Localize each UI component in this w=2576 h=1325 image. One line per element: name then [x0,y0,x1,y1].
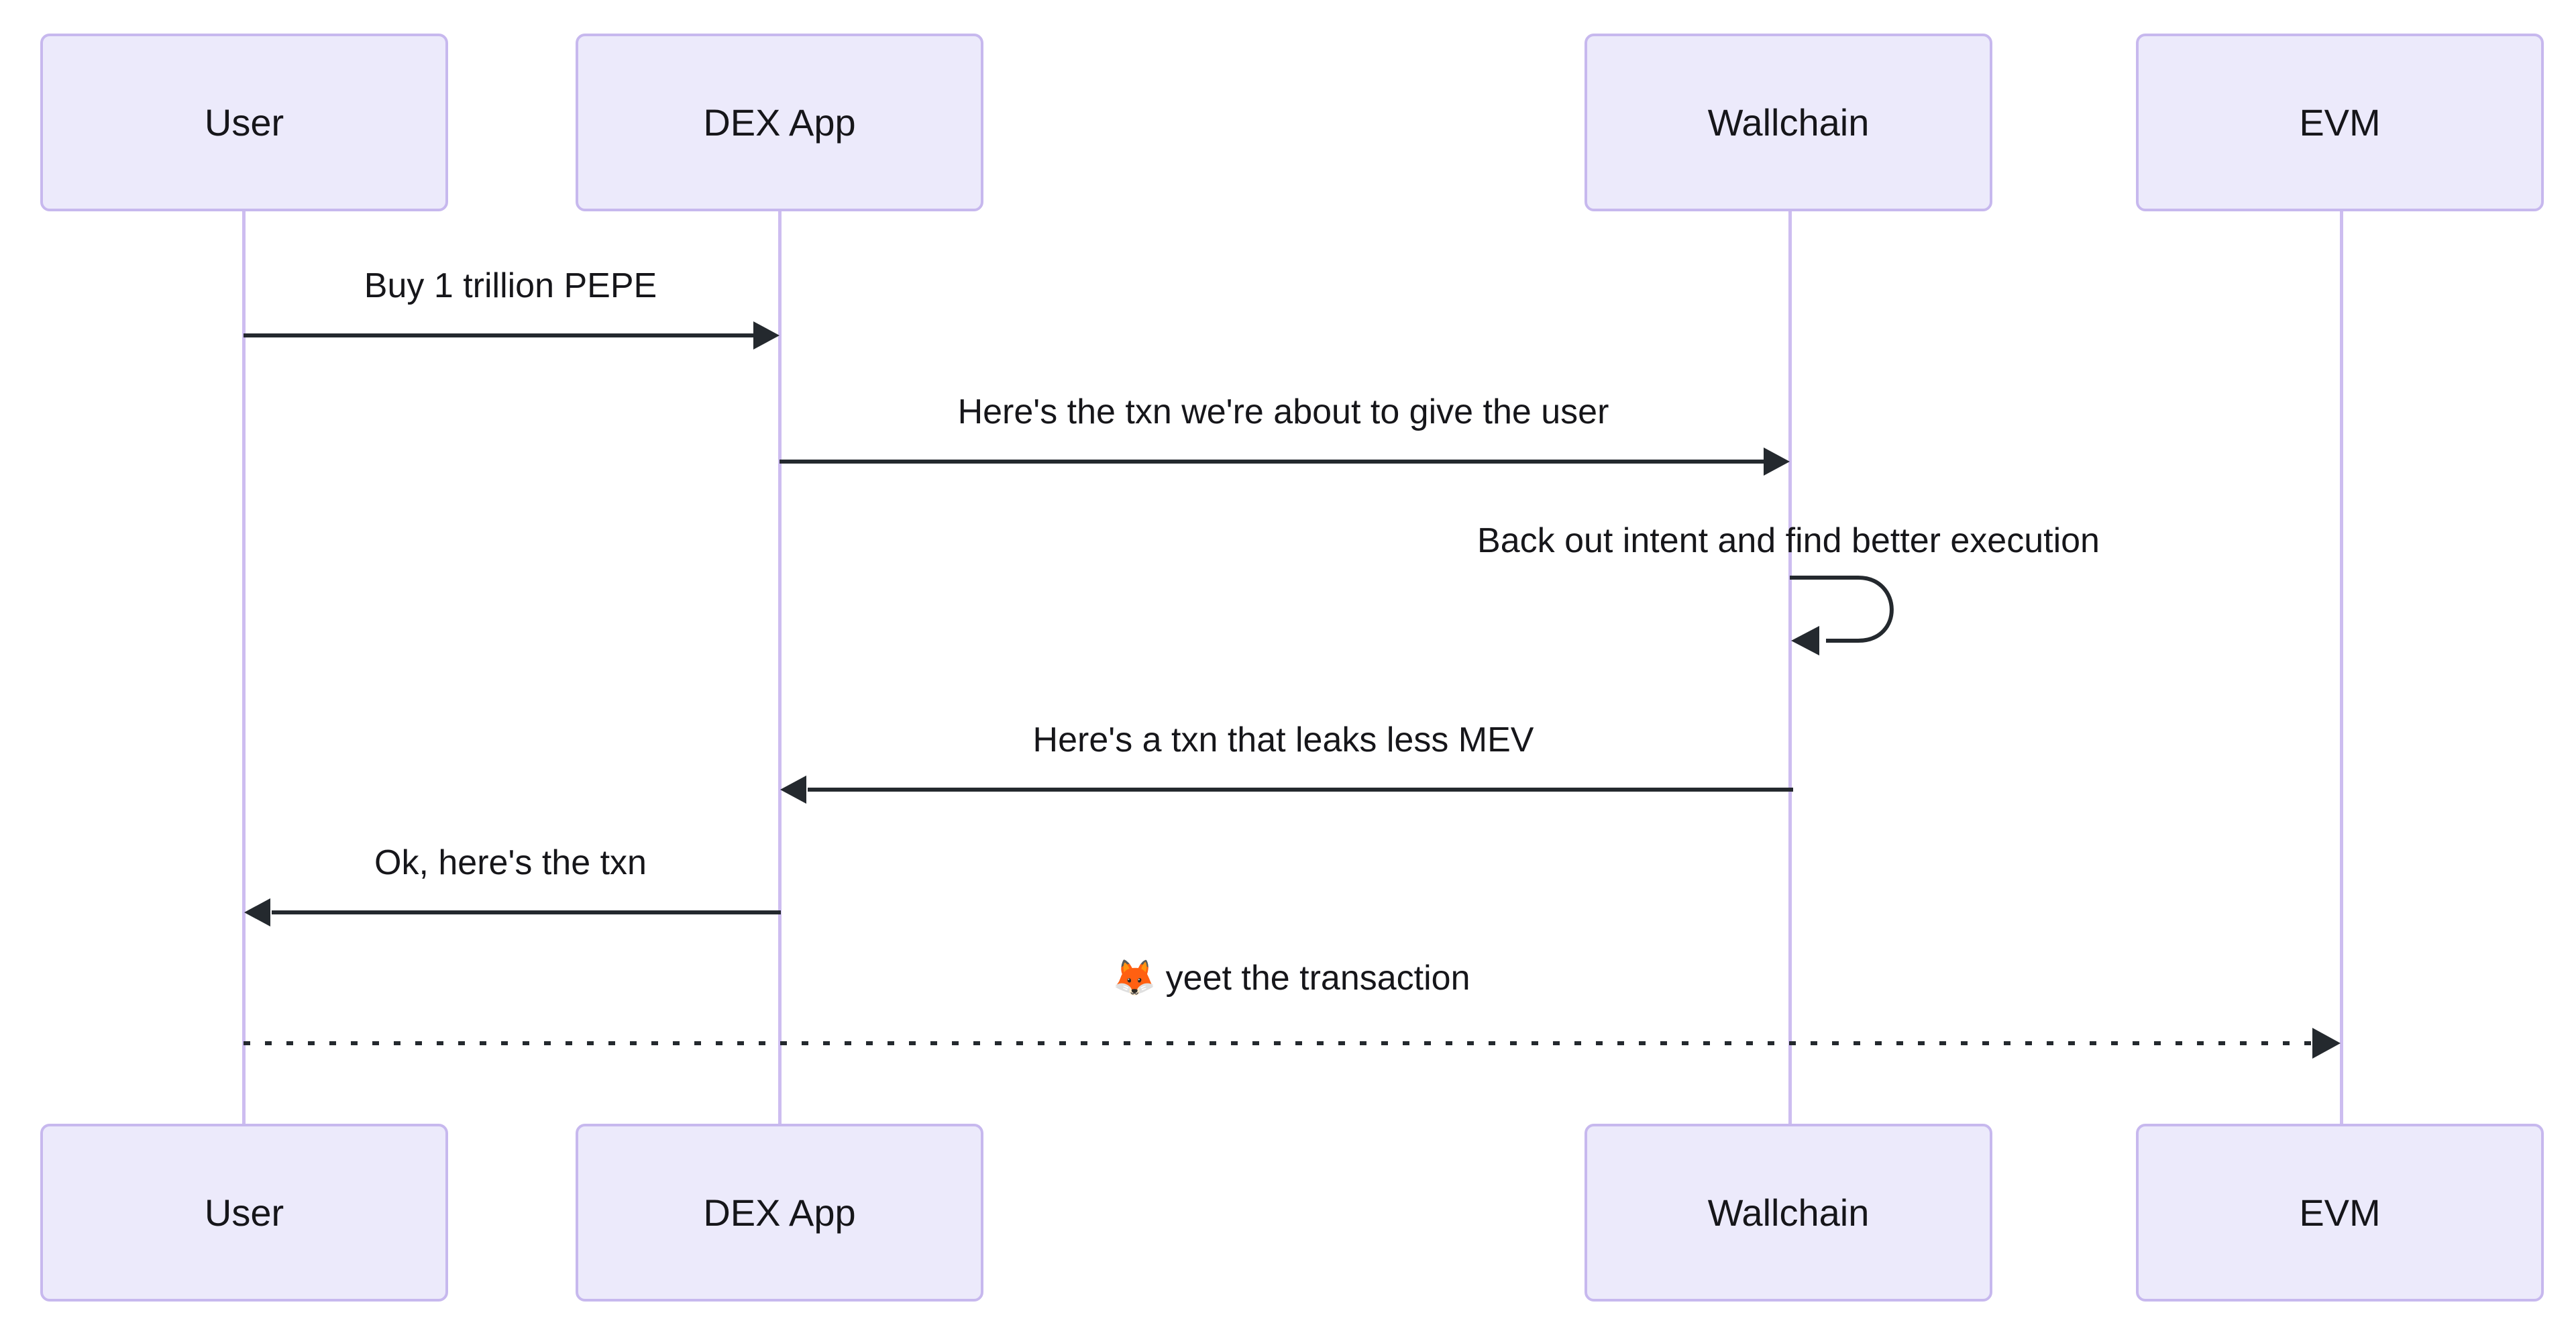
message-arrow-1 [244,321,780,350]
participant-label-dex-app-top: DEX App [703,101,856,144]
message-arrow-5 [244,898,781,926]
message-label-6-text: yeet the transaction [1165,959,1470,998]
participant-box-evm-bottom[interactable]: EVM [2136,1124,2544,1302]
message-arrow-4 [780,776,1793,804]
lifeline-wallchain [1788,211,1792,1124]
participant-label-evm-top: EVM [2299,101,2381,144]
participant-label-wallchain-top: Wallchain [1707,101,1870,144]
message-arrow-3-self-loop [1790,576,1894,655]
participant-label-dex-app-bottom: DEX App [703,1191,856,1234]
message-label-6: 🦊 yeet the transaction [1112,961,1470,996]
participant-box-user-top[interactable]: User [40,34,448,211]
message-label-4: Here's a txn that leaks less MEV [1032,721,1534,759]
participant-box-wallchain-top[interactable]: Wallchain [1585,34,1992,211]
participant-box-user-bottom[interactable]: User [40,1124,448,1302]
message-arrow-6-dashed [244,1028,2341,1059]
lifeline-evm [2340,211,2343,1124]
message-arrow-2 [780,447,1790,476]
participant-label-evm-bottom: EVM [2299,1191,2381,1234]
participant-label-user-bottom: User [204,1191,284,1234]
participant-box-evm-top[interactable]: EVM [2136,34,2544,211]
lifeline-dex-app [778,211,782,1124]
message-label-2: Here's the txn we're about to give the u… [957,392,1609,431]
lifeline-user [242,211,246,1124]
message-label-3: Back out intent and find better executio… [1477,521,2100,560]
participant-box-wallchain-bottom[interactable]: Wallchain [1585,1124,1992,1302]
message-label-5: Ok, here's the txn [374,843,647,882]
participant-label-user-top: User [204,101,284,144]
fox-face-icon: 🦊 [1112,959,1157,998]
participant-label-wallchain-bottom: Wallchain [1707,1191,1870,1234]
message-label-1: Buy 1 trillion PEPE [364,266,657,305]
participant-box-dex-app-bottom[interactable]: DEX App [576,1124,983,1302]
participant-box-dex-app-top[interactable]: DEX App [576,34,983,211]
